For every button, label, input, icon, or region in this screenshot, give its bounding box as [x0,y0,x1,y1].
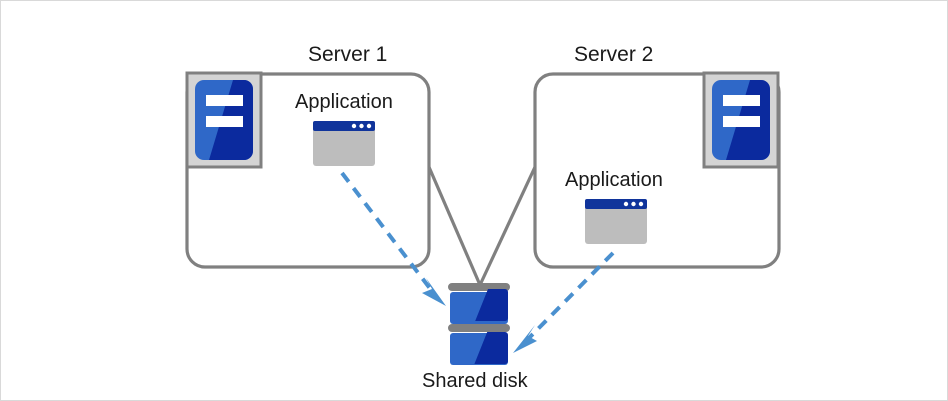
server1-icon-group [185,71,263,169]
server2-label: Server 2 [574,43,654,66]
app-window-dot [366,123,372,129]
app-window-titlebar [585,199,647,209]
app-window-body [313,121,375,166]
server-icon-bar-bottom [723,116,760,127]
app-window-body [585,199,647,244]
server2-application-label: Application [565,169,663,191]
server1-app-to-disk-access-arrow [340,171,446,306]
server1-to-disk-link [427,166,482,286]
app-window-dot [359,123,364,129]
arrowhead [422,278,446,306]
app-window-titlebar [313,121,375,131]
server-icon-bar-top [206,95,243,106]
server-icon-bar-top [723,95,760,106]
app-window-dot [638,201,644,207]
shared-disk-label: Shared disk [422,370,528,392]
shared-disk-icon[interactable] [448,283,510,365]
server1-label: Server 1 [308,43,388,66]
disk-block-top-shade [474,289,508,321]
server2-application-window-icon[interactable] [585,199,647,244]
app-window-dot [623,201,629,207]
server2-app-to-disk-access-arrow [513,251,615,353]
server2-icon-group [702,71,780,169]
server1-application-label: Application [295,91,393,113]
server2-to-disk-link [478,166,537,286]
disk-bar-bottom [448,324,510,332]
app-window-dot [351,123,357,129]
app-window-dot [631,201,636,207]
server-icon-bar-bottom [206,116,243,127]
server1-application-window-icon[interactable] [313,121,375,166]
arrowhead [513,325,537,353]
disk-block-bottom-shade [474,332,508,364]
